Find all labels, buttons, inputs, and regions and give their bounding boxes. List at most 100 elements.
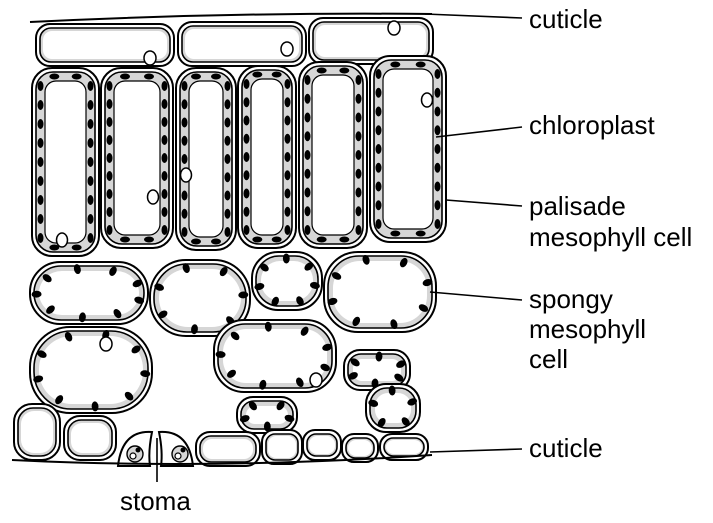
chloroplast-dot	[107, 189, 113, 199]
chloroplast-dot	[49, 74, 59, 80]
chloroplast-dot	[376, 88, 382, 98]
guard-cell-vacuole	[175, 453, 181, 459]
leaf-cells	[14, 18, 446, 466]
label-palisade-line2: mesophyll cell	[529, 222, 692, 252]
chloroplast-dot	[244, 170, 250, 180]
chloroplast-dot	[88, 157, 94, 167]
leader-chloroplast	[436, 127, 522, 137]
chloroplast-dot	[305, 169, 311, 179]
chloroplast-dot	[356, 225, 362, 235]
chloroplast-dot	[88, 195, 94, 205]
nucleus	[422, 93, 433, 107]
nucleus	[148, 190, 159, 204]
chloroplast-dot	[356, 150, 362, 160]
palisade-cell-3-vacuole	[189, 81, 223, 237]
chloroplast-dot	[88, 233, 94, 243]
chloroplast-dot	[305, 94, 311, 104]
chloroplast-dot	[120, 237, 130, 243]
chloroplast-dot	[244, 134, 250, 144]
palisade-cell-2-vacuole	[114, 81, 160, 235]
chloroplast-dot	[285, 134, 291, 144]
chloroplast-dot	[244, 152, 250, 162]
chloroplast-dot	[272, 72, 282, 78]
lower-epidermis-cell-2-vacuole	[71, 423, 109, 453]
chloroplast-dot	[435, 200, 441, 210]
leader-cuticle-top	[425, 14, 522, 18]
chloroplast-dot	[435, 107, 441, 117]
chloroplast-dot	[390, 62, 400, 68]
label-stoma: stoma	[120, 486, 191, 516]
chloroplast-dot	[162, 135, 168, 145]
chloroplast-dot	[136, 448, 141, 453]
chloroplast-dot	[225, 118, 231, 128]
chloroplast-dot	[88, 176, 94, 186]
chloroplast-dot	[88, 100, 94, 110]
chloroplast-dot	[376, 69, 382, 79]
chloroplast-dot	[107, 81, 113, 91]
chloroplast-dot	[376, 125, 382, 135]
chloroplast-dot	[211, 74, 221, 80]
chloroplast-dot	[244, 225, 250, 235]
chloroplast-dot	[162, 153, 168, 163]
chloroplast-dot	[107, 153, 113, 163]
label-spongy-line3: cell	[529, 344, 568, 374]
label-cuticle-bottom: cuticle	[529, 433, 603, 463]
chloroplast-dot	[191, 239, 201, 245]
chloroplast-dot	[182, 136, 188, 146]
chloroplast-dot	[356, 206, 362, 216]
nucleus	[100, 337, 112, 351]
chloroplast-dot	[225, 99, 231, 109]
chloroplast-dot	[107, 225, 113, 235]
lower-epidermis-cell-5-vacuole	[309, 436, 335, 454]
chloroplast-dot	[38, 176, 44, 186]
chloroplast-dot	[376, 219, 382, 229]
chloroplast-dot	[182, 154, 188, 164]
lower-epidermis-cell-7-vacuole	[386, 440, 422, 454]
chloroplast-dot	[120, 74, 130, 80]
chloroplast-dot	[38, 195, 44, 205]
label-chloroplast: chloroplast	[529, 110, 655, 140]
chloroplast-dot	[435, 125, 441, 135]
chloroplast-dot	[162, 189, 168, 199]
chloroplast-dot	[285, 79, 291, 89]
chloroplast-dot	[225, 81, 231, 91]
nucleus	[310, 373, 322, 387]
chloroplast-dot	[38, 157, 44, 167]
label-cuticle-top: cuticle	[529, 4, 603, 34]
chloroplast-dot	[376, 144, 382, 154]
chloroplast-dot	[356, 113, 362, 123]
chloroplast-dot	[162, 207, 168, 217]
chloroplast-dot	[390, 231, 400, 237]
spongy-cell-4-vacuole	[333, 261, 427, 323]
chloroplast-dot	[107, 117, 113, 127]
chloroplast-dot	[285, 97, 291, 107]
palisade-cell-5-vacuole	[312, 75, 354, 235]
chloroplast-dot	[285, 170, 291, 180]
chloroplast-dot	[356, 75, 362, 85]
chloroplast-dot	[225, 136, 231, 146]
chloroplast-dot	[317, 237, 327, 243]
palisade-cell-1-vacuole	[45, 81, 86, 243]
lower-epidermis-cell-6-vacuole	[348, 440, 372, 456]
chloroplast-dot	[162, 225, 168, 235]
chloroplast-dot	[305, 225, 311, 235]
chloroplast-dot	[285, 225, 291, 235]
chloroplast-dot	[339, 237, 349, 243]
nucleus	[144, 51, 156, 65]
chloroplast-dot	[38, 233, 44, 243]
chloroplast-dot	[285, 116, 291, 126]
chloroplast-dot	[182, 227, 188, 237]
chloroplast-dot	[305, 150, 311, 160]
chloroplast-dot	[162, 81, 168, 91]
chloroplast-dot	[252, 72, 262, 78]
chloroplast-dot	[144, 237, 154, 243]
chloroplast-dot	[244, 116, 250, 126]
chloroplast-dot	[376, 163, 382, 173]
chloroplast-dot	[107, 171, 113, 181]
leader-palisade	[446, 200, 522, 206]
guard-cell-vacuole	[130, 453, 136, 459]
chloroplast-dot	[225, 172, 231, 182]
chloroplast-dot	[211, 239, 221, 245]
chloroplast-dot	[356, 188, 362, 198]
